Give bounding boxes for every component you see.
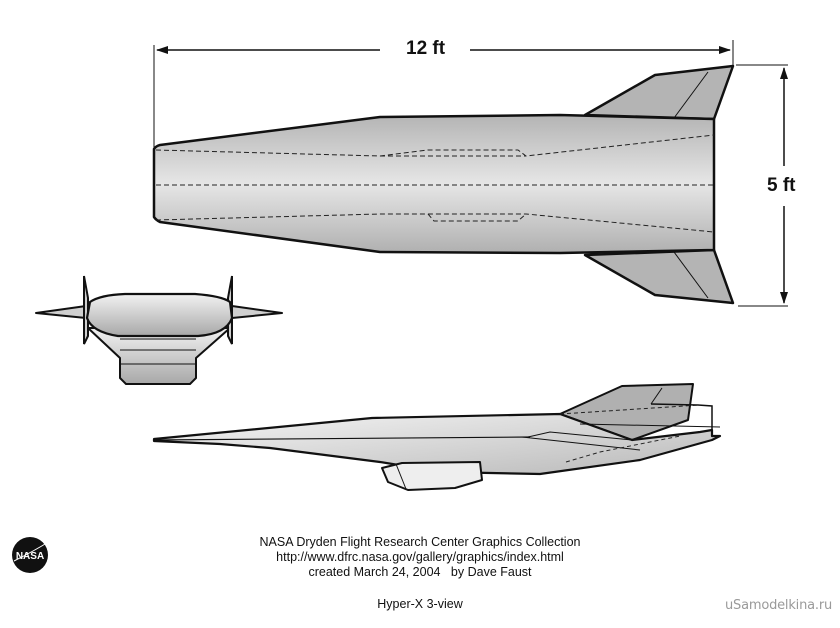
side-view <box>152 383 722 491</box>
credits-block: NASA Dryden Flight Research Center Graph… <box>0 535 840 580</box>
length-dimension <box>153 40 734 152</box>
svg-text:NASA: NASA <box>16 551 44 562</box>
front-view <box>35 275 283 385</box>
watermark: uSamodelkina.ru <box>725 598 832 613</box>
credits-line-author: created March 24, 2004 by Dave Faust <box>308 565 532 579</box>
drawing-caption: Hyper-X 3-view <box>377 597 463 611</box>
credits-line-collection: NASA Dryden Flight Research Center Graph… <box>259 535 581 549</box>
span-dimension <box>736 64 788 307</box>
credits-line-url: http://www.dfrc.nasa.gov/gallery/graphic… <box>276 550 564 564</box>
nasa-meatball-icon: NASA <box>12 537 51 573</box>
top-view <box>152 64 735 305</box>
span-dimension-label: 5 ft <box>763 176 800 196</box>
length-dimension-label: 12 ft <box>402 39 450 59</box>
